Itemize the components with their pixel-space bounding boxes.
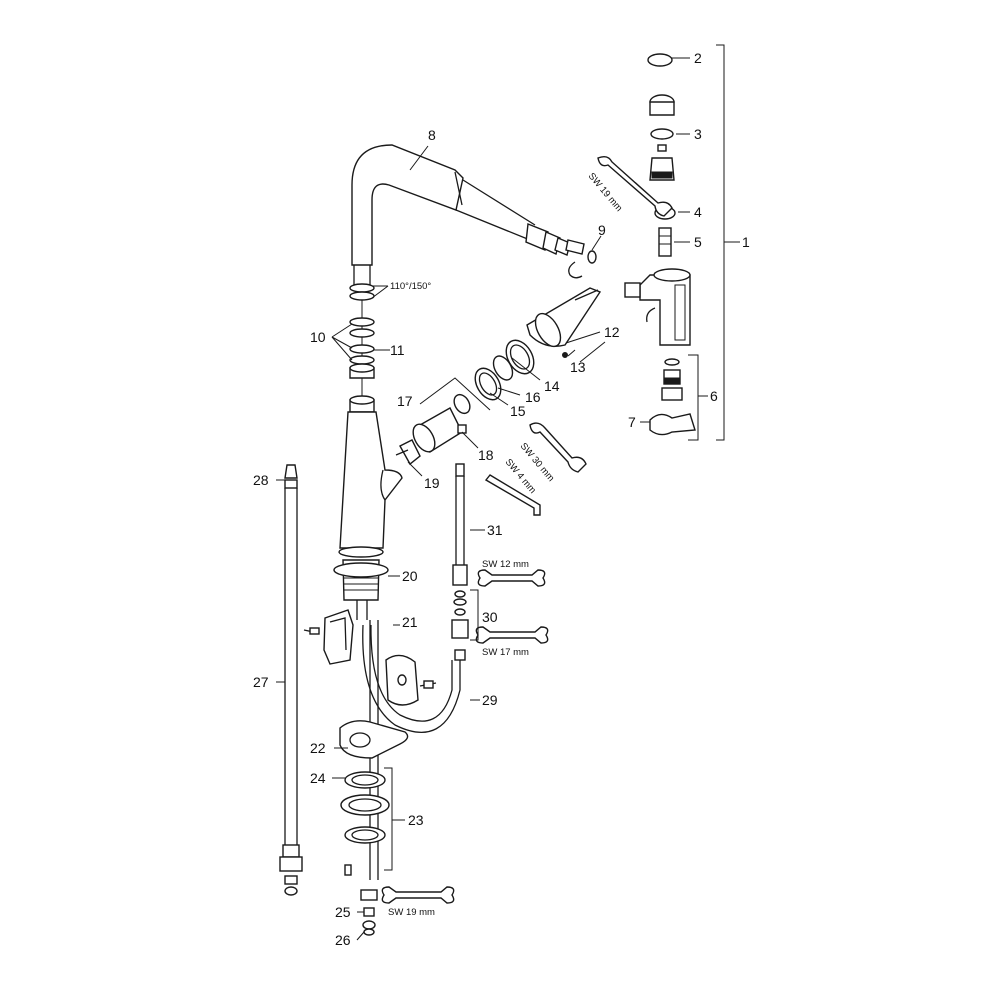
callout-22: 22 <box>310 740 326 756</box>
handle-lever-part <box>526 287 602 358</box>
callout-3: 3 <box>694 126 702 142</box>
callout-25: 25 <box>335 904 351 920</box>
o-ring-part <box>587 250 597 264</box>
wrench-sw19-bottom-icon <box>381 886 455 904</box>
diverter-body-part <box>624 268 691 346</box>
wrench-sw17-label: SW 17 mm <box>482 647 529 658</box>
callout-7: 7 <box>628 414 636 430</box>
callout-28: 28 <box>253 472 269 488</box>
callout-12: 12 <box>604 324 620 340</box>
callout-23: 23 <box>408 812 424 828</box>
callout-10: 10 <box>310 329 326 345</box>
spout-pullout-hose-part <box>351 144 585 279</box>
wrench-sw19-top-label: SW 19 mm <box>586 171 625 214</box>
callout-16: 16 <box>525 389 541 405</box>
check-valve-part <box>649 358 696 436</box>
callout-19: 19 <box>424 475 440 491</box>
wrench-sw17-icon <box>475 626 549 644</box>
hose-weight-part <box>385 654 437 706</box>
callout-17: 17 <box>397 393 413 409</box>
rotation-angle-note: 110°/150° <box>390 281 431 292</box>
faucet-body-part <box>333 395 403 880</box>
callout-20: 20 <box>402 568 418 584</box>
hose-loop-part <box>362 624 461 733</box>
callout-1: 1 <box>742 234 750 250</box>
callout-6: 6 <box>710 388 718 404</box>
callout-2: 2 <box>694 50 702 66</box>
wrench-sw19-top-icon <box>597 155 673 217</box>
wrench-sw12-label: SW 12 mm <box>482 559 529 570</box>
cap-rings-part <box>474 339 535 401</box>
wrench-sw12-icon <box>477 569 546 587</box>
rotation-stop-rings-part <box>349 283 375 379</box>
callout-14: 14 <box>544 378 560 394</box>
supply-hose-part <box>279 464 303 896</box>
callout-21: 21 <box>402 614 418 630</box>
callout-8: 8 <box>428 127 436 143</box>
callout-27: 27 <box>253 674 269 690</box>
callout-24: 24 <box>310 770 326 786</box>
callout-15: 15 <box>510 403 526 419</box>
hose-clip-part <box>303 609 354 665</box>
annotation-notes: 110°/150° SW 19 mm SW 30 mm SW 4 mm SW 1… <box>388 171 624 918</box>
callout-31: 31 <box>487 522 503 538</box>
base-plate-part <box>339 720 409 759</box>
callout-18: 18 <box>478 447 494 463</box>
cartridge-part <box>395 393 471 466</box>
callout-labels: 1 2 3 4 5 6 7 8 9 10 11 12 13 14 15 16 1… <box>253 50 750 948</box>
wrench-sw19-bottom-label: SW 19 mm <box>388 907 435 918</box>
callout-11: 11 <box>390 342 405 358</box>
callout-26: 26 <box>335 932 351 948</box>
wrench-sw30-icon <box>529 422 587 473</box>
callout-4: 4 <box>694 204 702 220</box>
valve-assembly-part <box>647 53 676 257</box>
callout-30: 30 <box>482 609 498 625</box>
washer-set-part <box>340 771 390 844</box>
callout-9: 9 <box>598 222 606 238</box>
hex-key-sw4-icon <box>484 474 541 516</box>
leader-lines <box>276 44 740 941</box>
callout-5: 5 <box>694 234 702 250</box>
mounting-nut-part <box>344 864 378 936</box>
connection-hose-part <box>451 463 469 661</box>
callout-29: 29 <box>482 692 498 708</box>
callout-13: 13 <box>570 359 586 375</box>
